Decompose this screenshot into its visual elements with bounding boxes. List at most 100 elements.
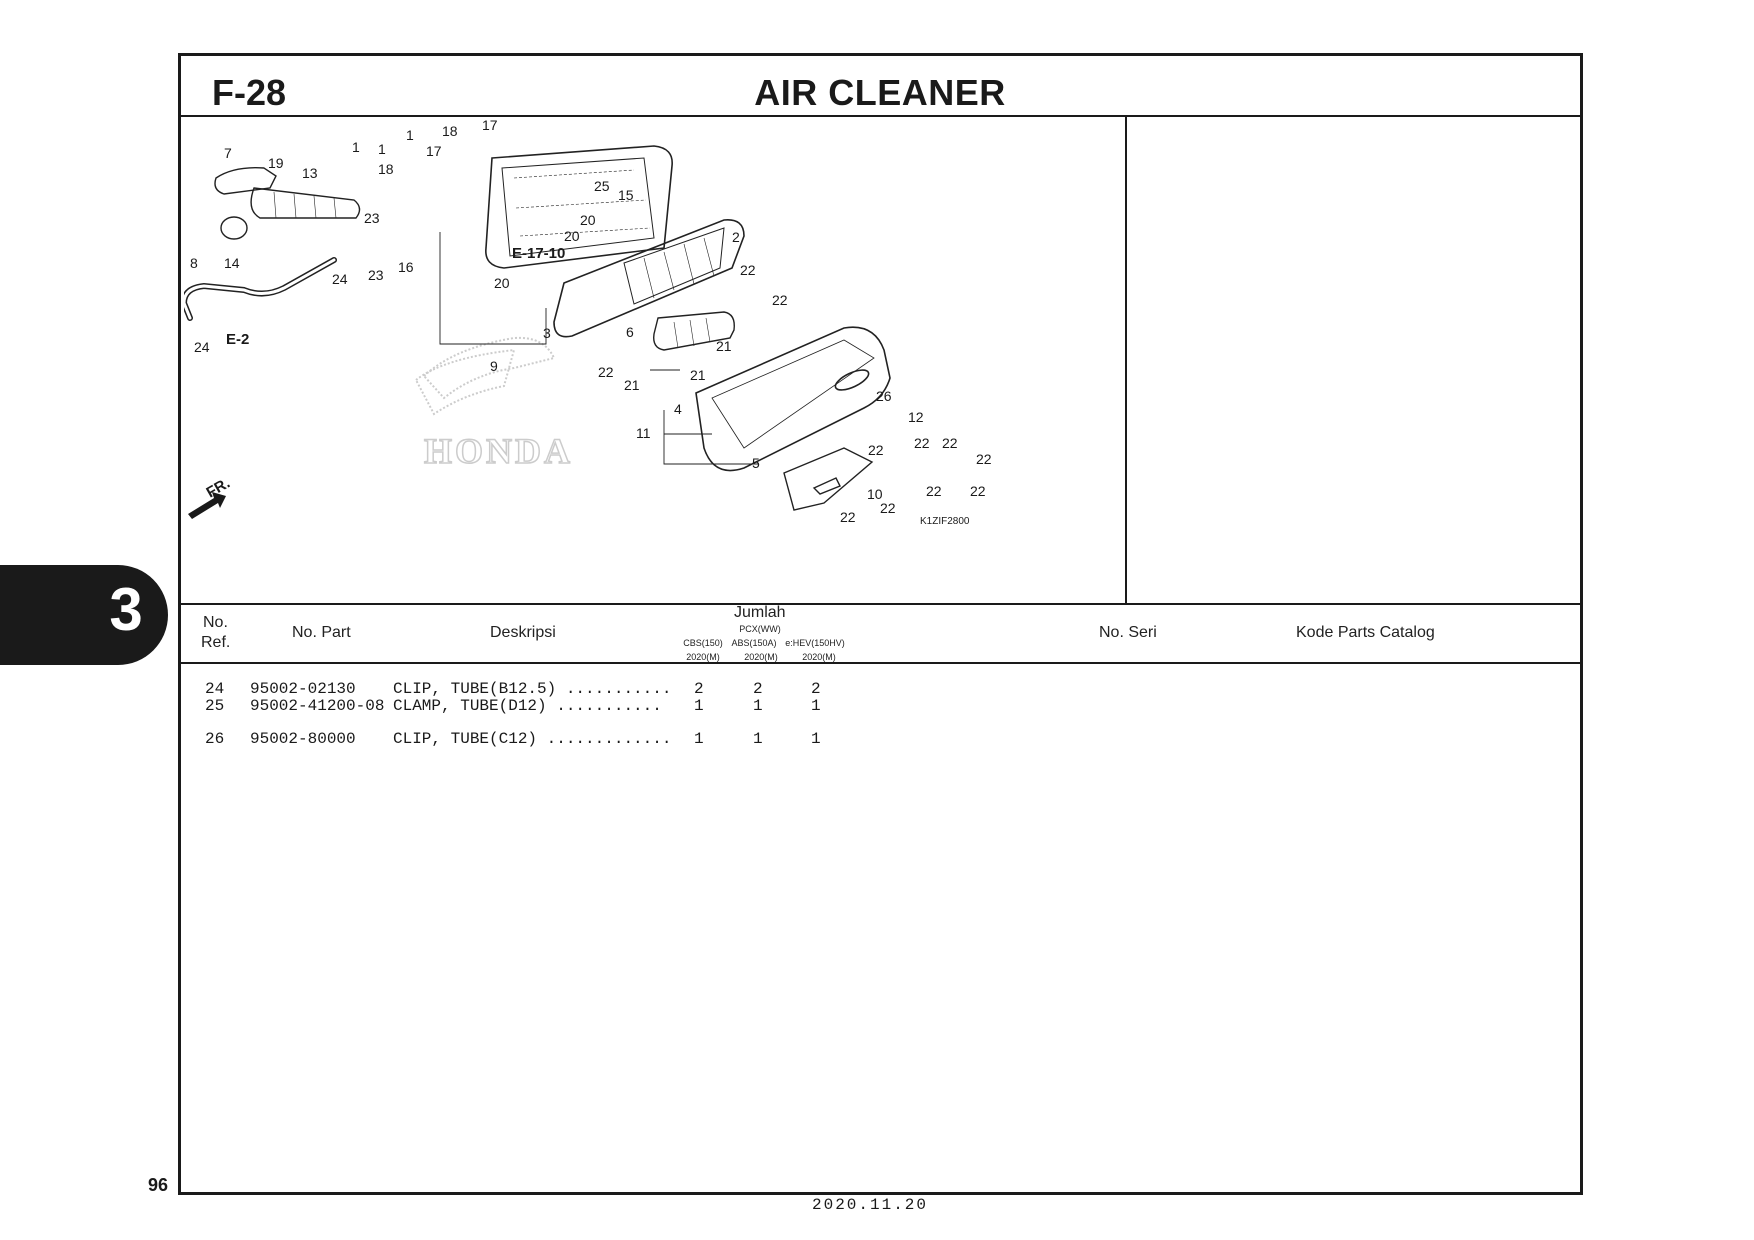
air-element [553,219,745,338]
front-arrow-icon [188,492,226,519]
ref-e-17-10: E-17-10 [512,245,565,262]
svg-text:26: 26 [876,388,892,404]
svg-text:22: 22 [976,451,992,467]
svg-text:22: 22 [914,435,930,451]
table-row-ref: 26 [205,730,225,748]
table-row-qty-hev: 2 [811,680,821,698]
header-year-hev: 2020(M) [802,652,836,662]
svg-text:1: 1 [352,139,360,155]
svg-text:20: 20 [494,275,510,291]
svg-text:13: 13 [302,165,318,181]
callout-labels: 1 1 1 2 3 4 5 6 7 8 9 10 11 12 13 14 15 … [190,118,992,525]
table-row-qty-cbs: 2 [694,680,704,698]
svg-text:22: 22 [926,483,942,499]
header-part-no: No. Part [292,624,351,641]
print-date: 2020.11.20 [811,1196,928,1214]
table-row-ref: 25 [205,697,225,715]
svg-text:9: 9 [490,358,498,374]
header-serial: No. Seri [1099,624,1157,641]
header-year-cbs: 2020(M) [686,652,720,662]
chapter-tab [0,565,168,665]
svg-text:2: 2 [732,229,740,245]
table-row-ref: 24 [205,680,225,698]
table-row-part: 95002-80000 [250,730,356,748]
svg-text:23: 23 [364,210,380,226]
page-number: 96 [148,1175,169,1195]
svg-text:22: 22 [740,262,756,278]
table-top-rule [180,603,1581,605]
svg-text:6: 6 [626,324,634,340]
svg-text:23: 23 [368,267,384,283]
svg-text:22: 22 [880,500,896,516]
svg-text:25: 25 [594,178,610,194]
svg-text:5: 5 [752,455,760,471]
table-row-qty-hev: 1 [811,697,821,715]
svg-text:20: 20 [580,212,596,228]
honda-watermark-text: HONDA [424,431,573,471]
page-frame [178,53,1583,1195]
svg-text:17: 17 [426,143,442,159]
header-model: PCX(WW) [739,624,781,634]
svg-text:22: 22 [868,442,884,458]
svg-text:1: 1 [406,127,414,143]
svg-text:24: 24 [332,271,348,287]
svg-text:18: 18 [378,161,394,177]
case-cover [695,326,891,472]
chapter-tab-number: 3 [109,576,143,643]
diagram-divider [1125,116,1127,604]
svg-text:11: 11 [636,425,651,441]
svg-text:22: 22 [942,435,958,451]
exploded-parts-diagram: HONDA [184,118,992,527]
leader-lines [439,232,758,465]
svg-text:21: 21 [716,338,732,354]
svg-text:22: 22 [840,509,856,525]
svg-text:21: 21 [690,367,706,383]
table-row-desc: CLIP, TUBE(C12) ............. [393,730,672,748]
svg-text:4: 4 [674,401,682,417]
header-ref-no: No. [203,614,228,631]
ref-e-2: E-2 [226,331,249,348]
svg-text:22: 22 [598,364,614,380]
svg-text:8: 8 [190,255,198,271]
honda-wing-watermark [414,336,556,416]
lower-cover [783,447,874,511]
clamp [220,216,248,240]
svg-text:14: 14 [224,255,240,271]
header-variant-abs: ABS(150A) [731,638,777,648]
front-marker: FR. [204,475,233,502]
header-quantity: Jumlah [734,604,786,621]
page-title: AIR CLEANER [754,72,1006,113]
svg-text:7: 7 [224,145,232,161]
table-row-qty-abs: 1 [753,697,763,715]
title-divider [180,115,1581,117]
svg-text:19: 19 [268,155,284,171]
svg-text:10: 10 [867,486,883,502]
drain-tube [184,257,337,321]
table-row-qty-hev: 1 [811,730,821,748]
svg-text:22: 22 [970,483,986,499]
svg-text:15: 15 [618,187,634,203]
header-ref-sub: Ref. [201,634,231,651]
table-row-desc: CLIP, TUBE(B12.5) ........... [393,680,672,698]
svg-text:17: 17 [482,118,498,133]
diagram-image-code: K1ZIF2800 [920,516,970,527]
case-upper [485,145,673,269]
intake-duct [653,311,735,351]
cap [214,167,277,195]
svg-text:21: 21 [624,377,640,393]
header-variant-cbs: CBS(150) [683,638,723,648]
svg-text:18: 18 [442,123,458,139]
table-row-qty-abs: 2 [753,680,763,698]
svg-text:24: 24 [194,339,210,355]
header-description: Deskripsi [490,624,556,641]
table-row-part: 95002-02130 [250,680,356,698]
table-row-qty-cbs: 1 [694,697,704,715]
svg-text:16: 16 [398,259,414,275]
table-header-rule [180,662,1581,664]
table-row-qty-cbs: 1 [694,730,704,748]
table-row-part: 95002-41200-08 [250,697,385,715]
section-code: F-28 [212,72,287,113]
connecting-tube [250,187,361,219]
svg-text:3: 3 [543,325,551,341]
svg-text:20: 20 [564,228,580,244]
